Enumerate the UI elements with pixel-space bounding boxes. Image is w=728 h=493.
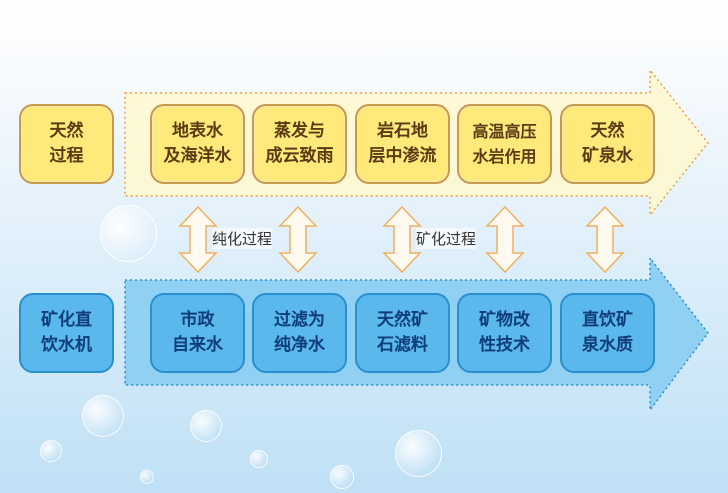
- natural-step: 高温高压 水岩作用: [457, 104, 552, 184]
- double-arrow-icon: [585, 205, 625, 274]
- bubble: [100, 205, 157, 262]
- natural-step: 地表水 及海洋水: [150, 104, 245, 184]
- natural-step: 蒸发与 成云致雨: [252, 104, 347, 184]
- bubble: [140, 470, 154, 484]
- purification-process-label: 纯化过程: [212, 228, 273, 249]
- machine-header: 矿化直 饮水机: [19, 293, 114, 373]
- natural-step: 天然 矿泉水: [560, 104, 655, 184]
- bubble: [190, 410, 222, 442]
- bubble: [250, 450, 268, 468]
- bubble: [395, 430, 442, 477]
- machine-step: 直饮矿 泉水质: [560, 293, 655, 373]
- natural-process-header: 天然 过程: [19, 104, 114, 184]
- bubble: [82, 395, 124, 437]
- natural-step: 岩石地 层中渗流: [355, 104, 450, 184]
- double-arrow-icon: [278, 205, 318, 274]
- machine-step: 矿物改 性技术: [457, 293, 552, 373]
- double-arrow-icon: [382, 205, 422, 274]
- mineralization-process-label: 矿化过程: [416, 228, 477, 249]
- machine-step: 市政 自来水: [150, 293, 245, 373]
- machine-step: 天然矿 石滤料: [355, 293, 450, 373]
- bubble: [40, 440, 62, 462]
- double-arrow-icon: [178, 205, 218, 274]
- double-arrow-icon: [485, 205, 525, 274]
- bubble: [330, 465, 354, 489]
- machine-step: 过滤为 纯净水: [252, 293, 347, 373]
